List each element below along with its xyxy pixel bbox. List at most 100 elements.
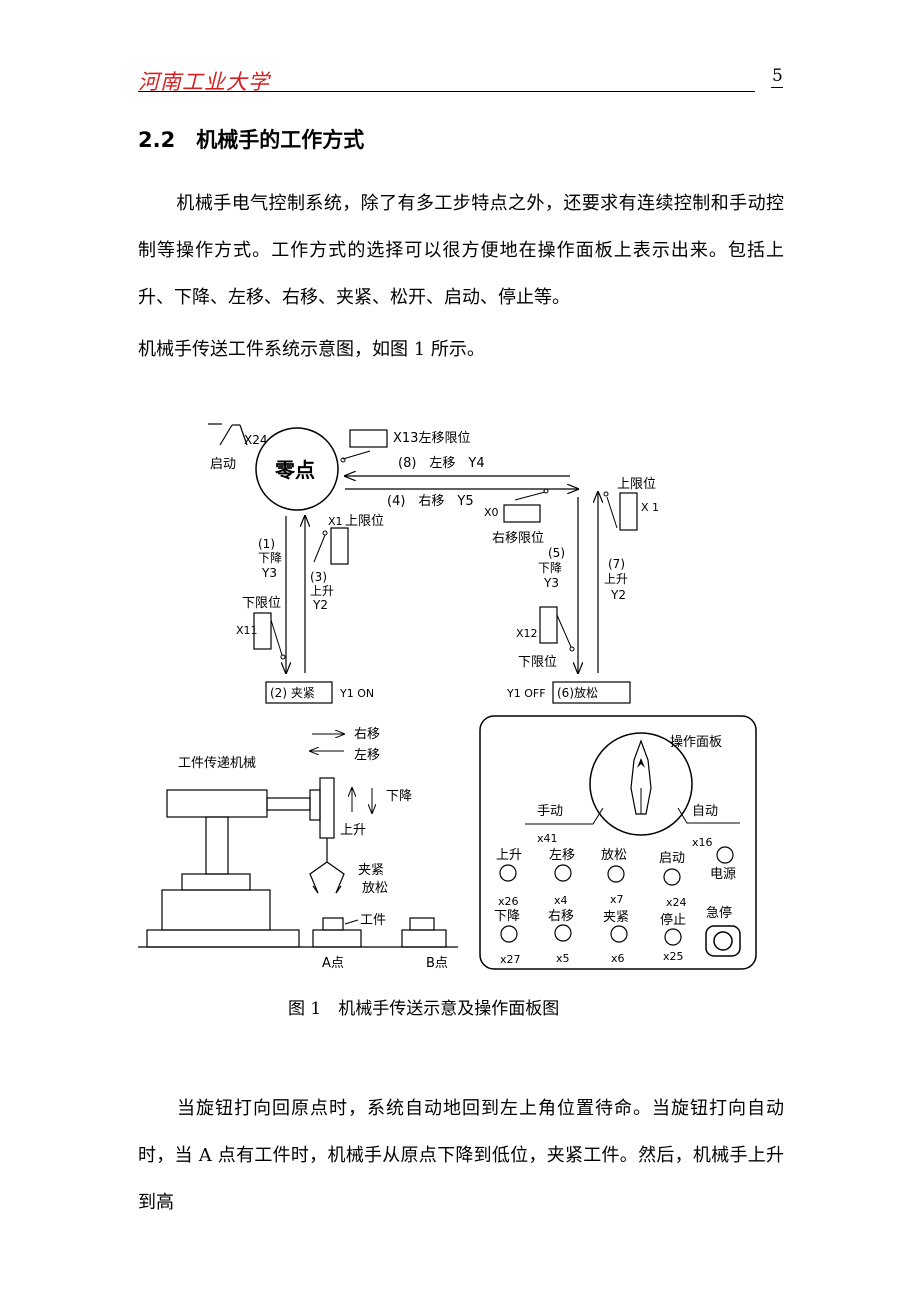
x12-label: X12 (516, 627, 538, 640)
paragraph-2-text: 机械手传送工件系统示意图，如图 1 所示。 (138, 339, 485, 360)
x1-left-contact (322, 530, 328, 536)
mode-dial[interactable] (589, 732, 693, 836)
btn-stop[interactable] (664, 928, 682, 946)
x24-label: X24 (244, 433, 268, 447)
y1-off-label: Y1 OFF (506, 687, 546, 700)
btn-right-label: 右移 (548, 909, 574, 924)
btn-start[interactable] (663, 868, 681, 886)
x13-limit-switch (349, 429, 388, 448)
step2-box (265, 681, 333, 704)
estop-label: 急停 (706, 905, 732, 921)
zero-point-circle (255, 427, 339, 511)
x1-left-label: X1 (328, 515, 343, 528)
start-label: 启动 (210, 457, 236, 472)
point-b-label: B点 (426, 956, 448, 971)
x1-right-label: X 1 (641, 501, 659, 514)
upper-limit-left-label: 上限位 (345, 514, 384, 529)
btn-clamp[interactable] (610, 925, 628, 943)
step5-action: 下降 (538, 561, 562, 575)
x1-right-lever (606, 496, 618, 529)
code-x6: x6 (611, 952, 625, 965)
x13-contact (340, 457, 346, 463)
btn-release-label: 放松 (601, 848, 627, 863)
code-x4: x4 (554, 894, 568, 907)
step7-num: (7) (608, 557, 625, 571)
btn-up[interactable] (499, 864, 517, 882)
x12-switch (539, 606, 558, 644)
x0-label: X0 (484, 506, 499, 519)
legend-right-label: 右移 (354, 727, 380, 742)
x0-limit-switch (503, 504, 541, 523)
btn-start-label: 启动 (659, 851, 685, 866)
step5-output: Y3 (543, 576, 559, 590)
btn-down[interactable] (500, 925, 518, 943)
step6-box (552, 681, 631, 704)
code-x25: x25 (663, 950, 684, 963)
manual-indicator-line (525, 807, 604, 825)
step3-num: (3) (310, 570, 327, 584)
step3-output: Y2 (312, 598, 328, 612)
x13-lever (342, 450, 371, 460)
machine-label: 工件传递机械 (178, 756, 256, 771)
start-switch-icon (208, 423, 248, 446)
dial-pointer-icon (637, 758, 645, 768)
power-indicator (716, 846, 734, 864)
code-x26: x26 (498, 895, 519, 908)
step1-num: (1) (258, 537, 275, 551)
machine-up-label: 上升 (340, 823, 366, 838)
x1-right-contact (603, 491, 609, 497)
panel-title: 操作面板 (670, 734, 722, 750)
btn-release[interactable] (607, 865, 625, 883)
lower-limit-left-label: 下限位 (242, 596, 281, 611)
btn-stop-label: 停止 (660, 912, 686, 928)
legend-left-label: 左移 (354, 748, 380, 763)
x13-label: X13左移限位 (393, 431, 470, 446)
estop-knob-icon (713, 931, 733, 951)
machine-down-label: 下降 (386, 789, 412, 804)
x1-left-lever (313, 534, 326, 563)
section-title: 2.2 机械手的工作方式 (138, 128, 365, 152)
paragraph-3-text: 当旋钮打向回原点时，系统自动地回到左上角位置待命。当旋钮打向自动时，当 A 点有… (138, 1098, 784, 1213)
step1-action: 下降 (258, 551, 282, 565)
btn-left[interactable] (554, 864, 572, 882)
x12-lever (556, 614, 572, 648)
operation-panel (479, 715, 757, 970)
workpiece-label: 工件 (360, 913, 386, 928)
code-x27: x27 (500, 953, 521, 966)
step6-label: (6)放松 (557, 685, 598, 700)
code-x5: x5 (556, 952, 570, 965)
paragraph-3: 当旋钮打向回原点时，系统自动地回到左上角位置待命。当旋钮打向自动时，当 A 点有… (138, 1085, 784, 1226)
auto-indicator-line (677, 807, 740, 824)
header-school: 河南工业大学 (138, 70, 270, 94)
code-x7: x7 (610, 893, 624, 906)
paragraph-1: 机械手电气控制系统，除了有多工步特点之外，还要求有连续控制和手动控制等操作方式。… (138, 180, 784, 321)
x0-lever (514, 491, 546, 501)
machine-clamp-label: 夹紧 (358, 863, 384, 878)
step5-num: (5) (548, 546, 565, 560)
upper-limit-right-label: 上限位 (617, 477, 656, 492)
power-label: 电源 (710, 867, 736, 882)
code-x24: x24 (666, 896, 687, 909)
paragraph-1-text: 机械手电气控制系统，除了有多工步特点之外，还要求有连续控制和手动控制等操作方式。… (138, 193, 784, 308)
page-number: 5 (772, 66, 783, 86)
step7-output: Y2 (610, 588, 626, 602)
step4-label: (4) 右移 Y5 (387, 494, 474, 509)
code-x16: x16 (692, 836, 713, 849)
x11-label: X11 (236, 624, 258, 637)
btn-right[interactable] (554, 924, 572, 942)
btn-left-label: 左移 (549, 848, 575, 863)
estop-button[interactable] (705, 925, 741, 957)
code-x41: x41 (537, 832, 558, 845)
step2-label: (2) 夹紧 (270, 686, 315, 700)
btn-down-label: 下降 (494, 909, 520, 924)
zero-point-label: 零点 (274, 458, 315, 482)
x1-right-switch (619, 492, 638, 531)
x12-contact (569, 646, 575, 652)
x11-lever (270, 619, 283, 656)
header-rule (138, 91, 755, 92)
machine-release-label: 放松 (362, 881, 388, 896)
btn-up-label: 上升 (496, 848, 522, 863)
btn-clamp-label: 夹紧 (603, 910, 629, 925)
y1-on-label: Y1 ON (339, 687, 374, 700)
